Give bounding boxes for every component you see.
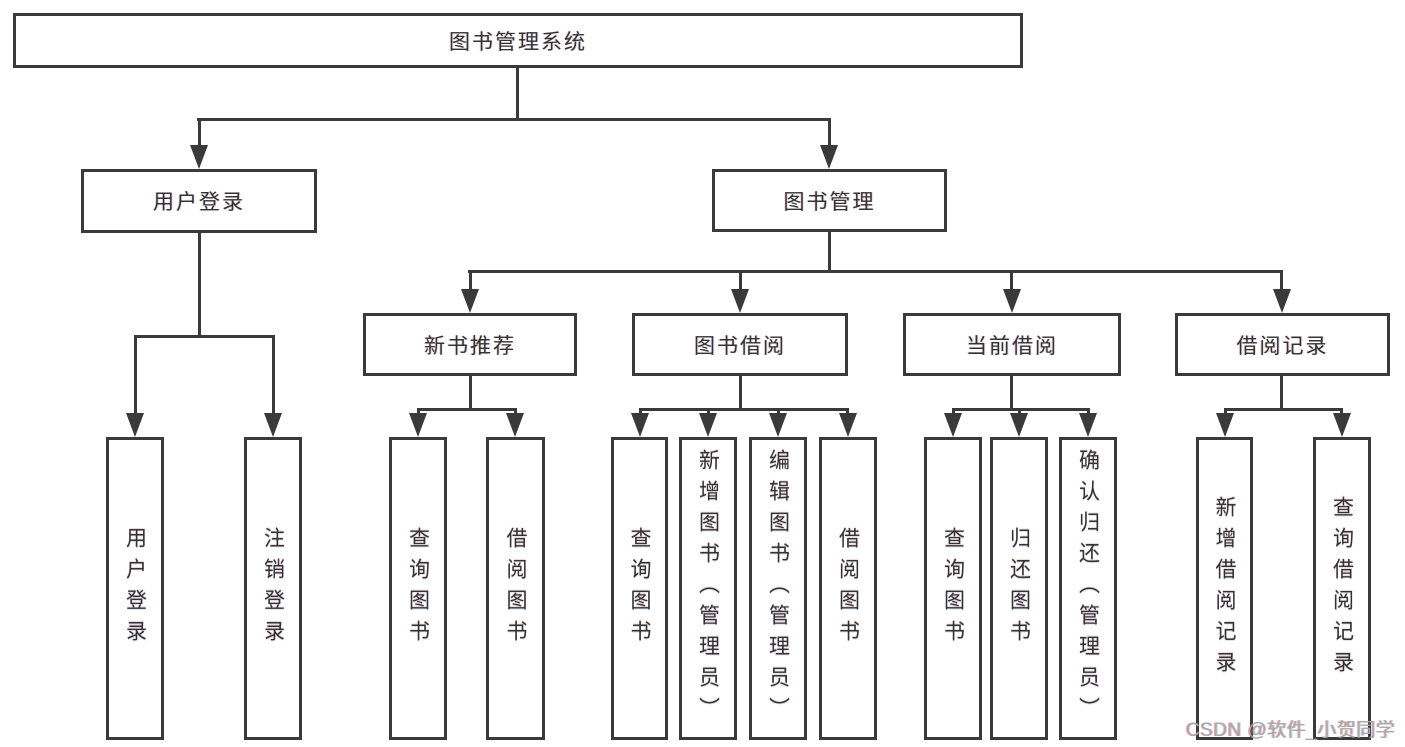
- arrow-down-icon: [820, 145, 838, 169]
- node-leaf-current-return-books: 归还图书: [990, 437, 1048, 740]
- arrow-down-icon: [461, 289, 479, 313]
- node-leaf-borrow-add-books: 新增图书（管理员）: [679, 437, 737, 740]
- connector-line: [469, 376, 472, 408]
- leaf-label: 查询图书: [406, 526, 430, 651]
- node-book-borrow-label: 图书借阅: [694, 334, 786, 358]
- node-borrow-records: 借阅记录: [1175, 313, 1390, 376]
- node-leaf-current-query-books: 查询图书: [924, 437, 982, 740]
- arrow-down-icon: [944, 413, 962, 437]
- connector-line: [1087, 408, 1090, 417]
- arrow-down-icon: [1216, 413, 1234, 437]
- arrow-down-icon: [769, 413, 787, 437]
- leaf-label: 新增图书（管理员）: [696, 449, 720, 728]
- connector-line: [469, 270, 472, 292]
- connector-line: [952, 408, 955, 417]
- connector-line: [514, 408, 517, 417]
- node-leaf-user-login: 用户登录: [106, 437, 164, 740]
- leaf-label: 确认归还（管理员）: [1076, 449, 1100, 728]
- node-new-book-recommend-label: 新书推荐: [424, 334, 516, 358]
- arrow-down-icon: [731, 289, 749, 313]
- connector-line: [1018, 408, 1021, 417]
- leaf-label: 查询图书: [941, 526, 965, 651]
- leaf-label: 查询图书: [628, 526, 651, 651]
- node-borrow-records-label: 借阅记录: [1236, 334, 1329, 358]
- arrow-down-icon: [506, 413, 524, 437]
- connector-line: [1340, 408, 1343, 417]
- leaf-label: 编辑图书（管理员）: [766, 449, 790, 728]
- node-current-borrow-label: 当前借阅: [966, 334, 1058, 358]
- node-book-management: 图书管理: [712, 169, 947, 232]
- connector-line: [739, 270, 742, 292]
- leaf-label: 借阅图书: [504, 526, 527, 651]
- arrow-down-icon: [190, 145, 208, 169]
- connector-line: [134, 335, 274, 338]
- connector-line: [639, 408, 849, 411]
- node-user-login: 用户登录: [81, 169, 317, 233]
- connector-line: [739, 376, 742, 408]
- arrow-down-icon: [699, 413, 717, 437]
- arrow-down-icon: [1010, 413, 1028, 437]
- node-root: 图书管理系统: [13, 13, 1023, 68]
- connector-line: [198, 233, 201, 335]
- arrow-down-icon: [264, 413, 282, 437]
- arrow-down-icon: [1273, 289, 1291, 313]
- node-leaf-borrow-query-books: 查询图书: [611, 437, 668, 740]
- arrow-down-icon: [126, 413, 144, 437]
- connector-line: [1280, 376, 1283, 408]
- connector-line: [272, 335, 275, 415]
- connector-line: [198, 118, 201, 148]
- connector-line: [417, 408, 420, 417]
- connector-line: [197, 118, 831, 121]
- arrow-down-icon: [1333, 413, 1351, 437]
- node-root-label: 图书管理系统: [449, 30, 587, 54]
- node-leaf-logout: 注销登录: [244, 437, 302, 740]
- node-current-borrow: 当前借阅: [903, 313, 1121, 376]
- node-leaf-recommend-query-books: 查询图书: [389, 437, 447, 740]
- leaf-label: 借阅图书: [836, 526, 860, 651]
- node-leaf-recommend-borrow-books: 借阅图书: [486, 437, 545, 740]
- node-leaf-borrow-edit-books: 编辑图书（管理员）: [749, 437, 807, 740]
- connector-line: [707, 408, 710, 417]
- node-user-login-label: 用户登录: [153, 191, 245, 214]
- node-book-borrow: 图书借阅: [632, 313, 848, 376]
- arrow-down-icon: [409, 413, 427, 437]
- arrow-down-icon: [1079, 413, 1097, 437]
- connector-line: [516, 68, 519, 118]
- connector-line: [639, 408, 642, 417]
- node-leaf-records-add-record: 新增借阅记录: [1196, 437, 1253, 740]
- node-book-management-label: 图书管理: [783, 190, 876, 214]
- connector-line: [1010, 270, 1013, 292]
- csdn-watermark: CSDN @软件_小贺同学: [1186, 720, 1396, 741]
- node-leaf-records-query-record: 查询借阅记录: [1313, 437, 1371, 740]
- connector-line: [134, 335, 137, 415]
- connector-line: [1010, 376, 1013, 408]
- connector-line: [468, 270, 1283, 273]
- arrow-down-icon: [1003, 289, 1021, 313]
- connector-line: [828, 118, 831, 148]
- connector-line: [828, 232, 831, 270]
- leaf-label: 用户登录: [123, 526, 147, 651]
- leaf-label: 注销登录: [261, 526, 285, 651]
- connector-line: [1280, 270, 1283, 292]
- connector-line: [417, 408, 516, 411]
- connector-line: [1224, 408, 1227, 417]
- node-leaf-current-confirm-return: 确认归还（管理员）: [1059, 437, 1117, 740]
- leaf-label: 新增借阅记录: [1213, 495, 1236, 682]
- connector-line: [1224, 408, 1343, 411]
- arrow-down-icon: [631, 413, 649, 437]
- leaf-label: 查询借阅记录: [1330, 495, 1354, 682]
- node-leaf-borrow-borrow-books: 借阅图书: [819, 437, 877, 740]
- connector-line: [777, 408, 780, 417]
- leaf-label: 归还图书: [1007, 526, 1031, 651]
- connector-line: [846, 408, 849, 417]
- arrow-down-icon: [839, 413, 857, 437]
- node-new-book-recommend: 新书推荐: [363, 313, 577, 376]
